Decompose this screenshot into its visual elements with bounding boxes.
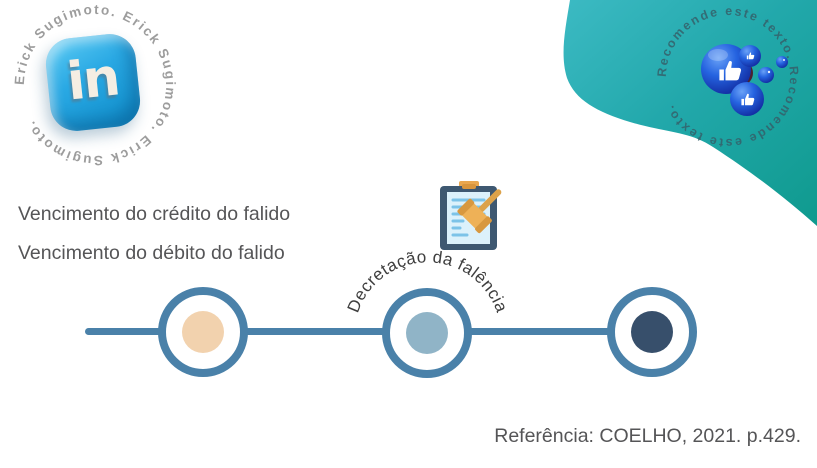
clipboard-gavel-icon	[440, 181, 502, 250]
thumbs-up-icon	[701, 44, 788, 116]
gavel-icon	[457, 189, 502, 234]
milestone-center	[382, 288, 472, 378]
label-vencimento-credito: Vencimento do crédito do falido	[18, 203, 291, 225]
linkedin-icon: in	[43, 31, 143, 134]
timeline-line	[85, 328, 655, 335]
milestone-left	[158, 287, 248, 377]
milestone-center-dot	[406, 312, 448, 354]
label-vencimento-debito: Vencimento do débito do falido	[18, 242, 285, 264]
milestone-left-dot	[182, 311, 224, 353]
arc-label-container: Decretação da falência	[344, 247, 512, 315]
linkedin-logo-text: in	[64, 47, 122, 113]
arc-label: Decretação da falência	[344, 247, 512, 315]
milestone-right	[607, 287, 697, 377]
milestone-right-dot	[631, 311, 673, 353]
recommend-badge: Recomende este texto. Recomende este tex…	[655, 4, 799, 150]
reference-citation: Referência: COELHO, 2021. p.429.	[494, 425, 801, 447]
